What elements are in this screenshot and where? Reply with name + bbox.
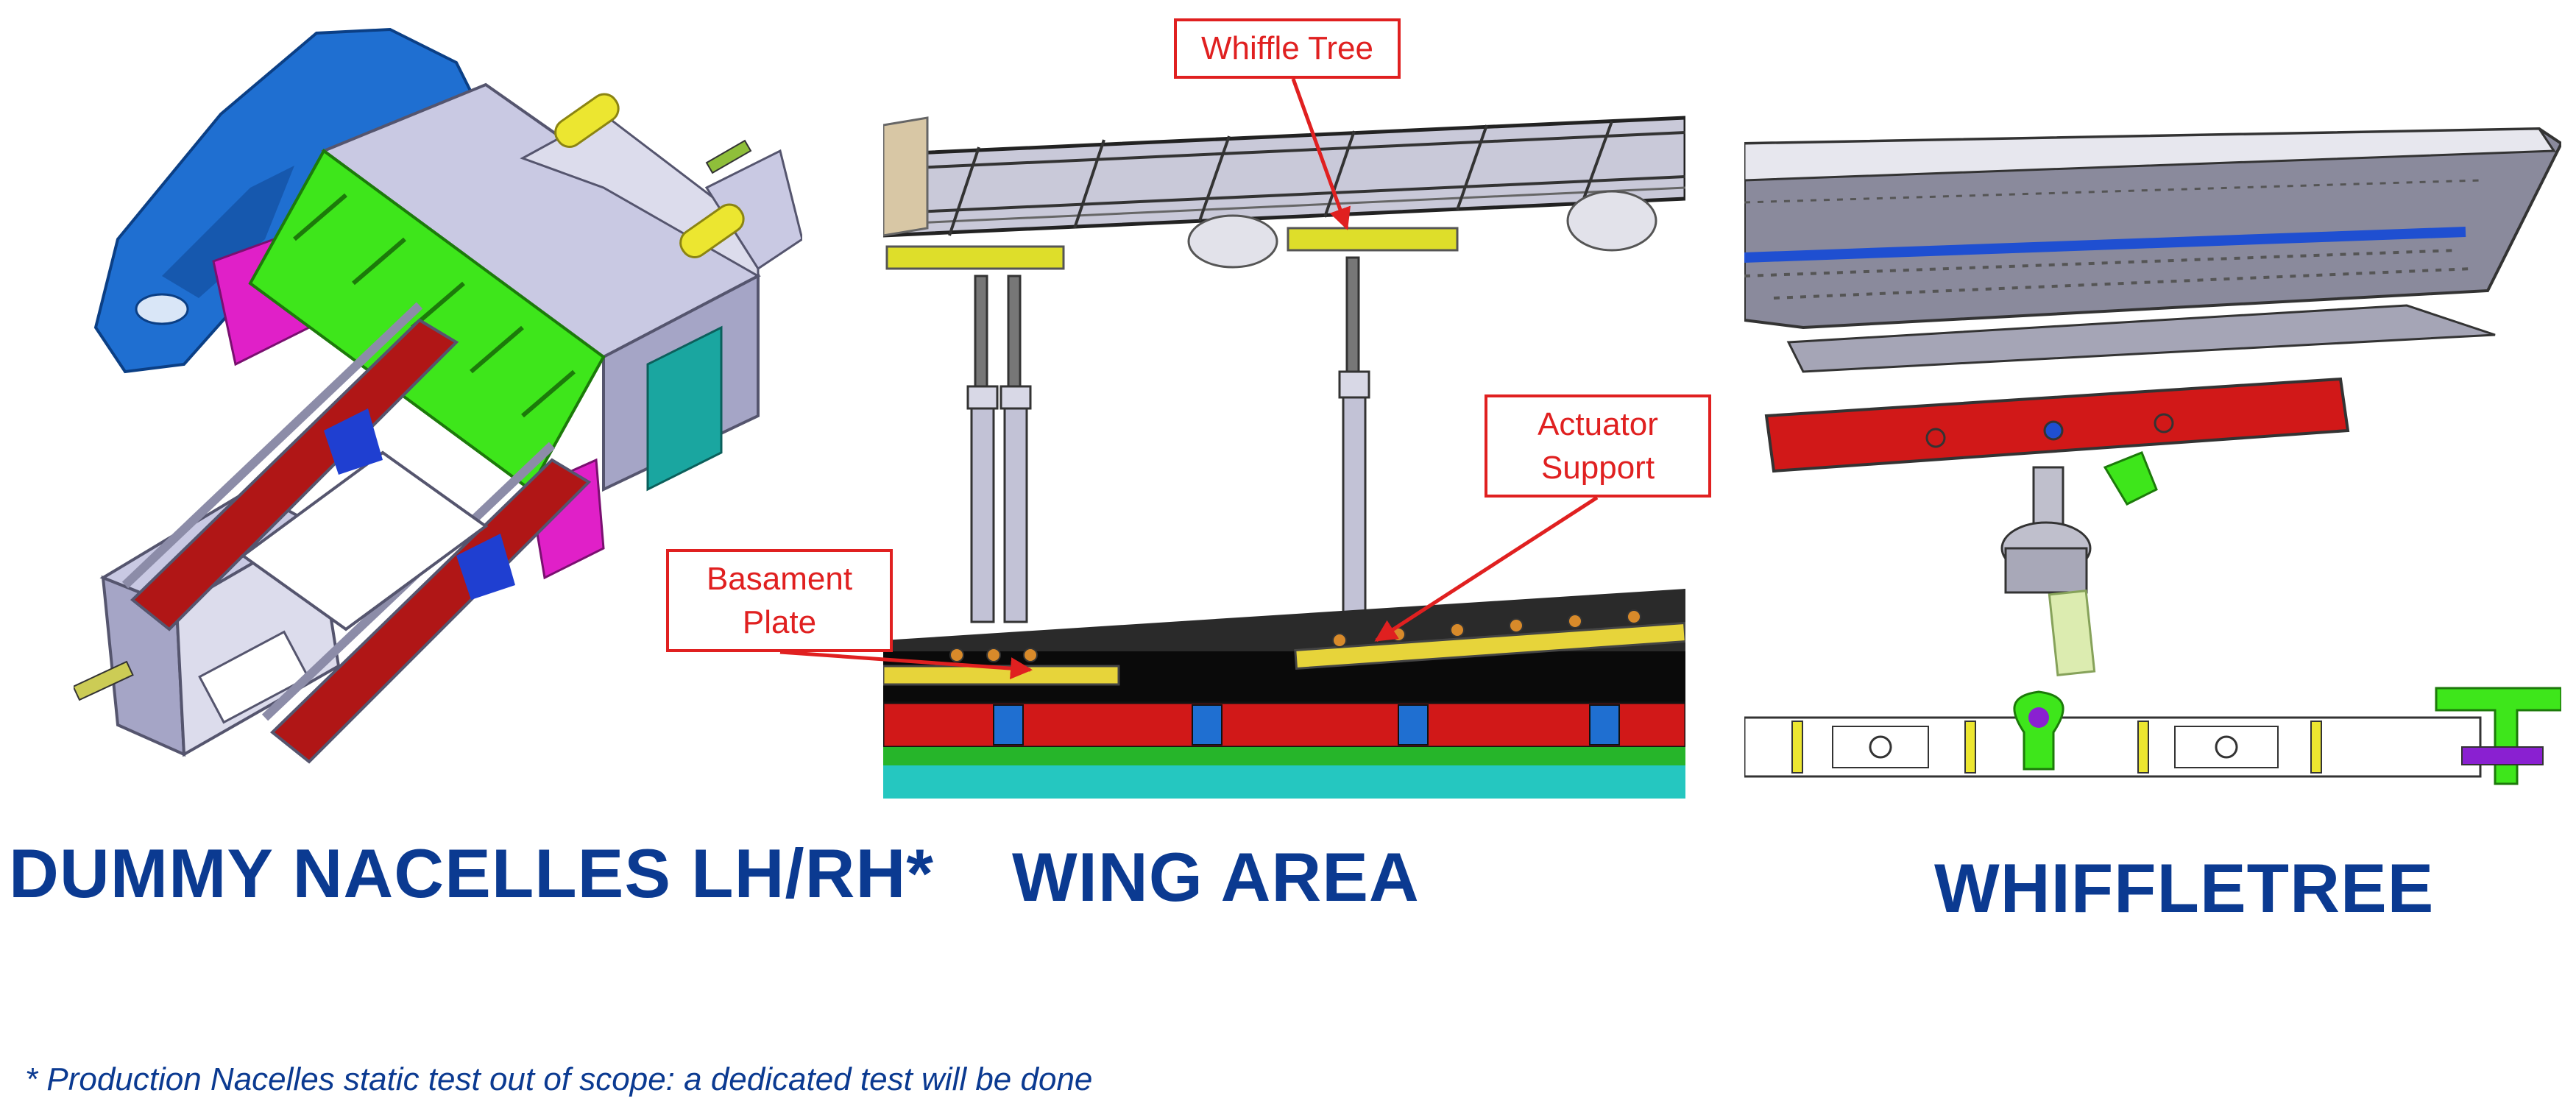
basament-plate-callout: Basament Plate — [666, 549, 893, 652]
whiffle-tree-label: Whiffle Tree — [1201, 30, 1373, 67]
whiffletree-caption: WHIFFLETREE — [1934, 849, 2435, 927]
footnote: * Production Nacelles static test out of… — [25, 1061, 1093, 1097]
actuator-support-callout: Actuator Support — [1485, 394, 1711, 498]
whiffletree-cad-image — [1744, 121, 2561, 791]
actuator-support-label: Actuator Support — [1538, 406, 1658, 486]
nacelle-caption: DUMMY NACELLES LH/RH* — [9, 835, 934, 912]
nacelle-cad-image — [74, 18, 802, 776]
whiffletree-cad-detail-icon — [1744, 127, 2561, 785]
basament-plate-label: Basament Plate — [706, 560, 853, 640]
whiffle-tree-callout: Whiffle Tree — [1174, 18, 1401, 79]
nacelle-cad-model-icon — [74, 27, 802, 764]
wing-area-caption: WING AREA — [1012, 838, 1420, 916]
